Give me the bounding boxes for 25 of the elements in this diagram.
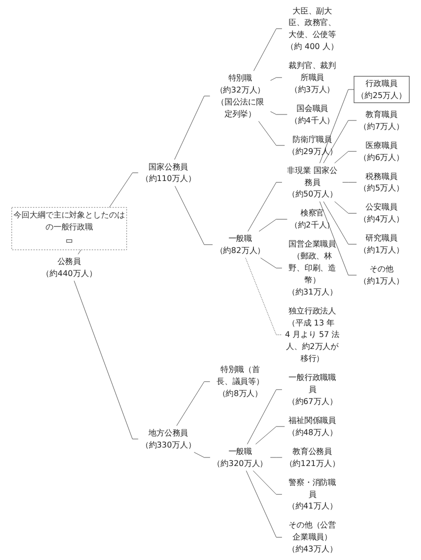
connector [252, 470, 282, 495]
connector [334, 151, 357, 164]
connector [323, 120, 357, 164]
connector [260, 258, 282, 268]
connector [320, 89, 354, 164]
connector [342, 182, 357, 183]
connector [334, 201, 357, 214]
connector [270, 111, 288, 115]
connector [255, 426, 285, 444]
connector [194, 452, 210, 458]
connector [245, 258, 282, 336]
connector [248, 182, 282, 232]
connector [258, 121, 285, 146]
connector [270, 77, 282, 81]
node-box [66, 239, 72, 243]
connector [258, 219, 288, 232]
connector [176, 381, 210, 426]
connector [74, 280, 138, 440]
connector [323, 201, 357, 244]
connector [174, 186, 213, 245]
connector [246, 470, 282, 538]
connector [253, 28, 282, 72]
connector [247, 389, 282, 444]
connector [320, 201, 357, 276]
connector [174, 96, 210, 160]
